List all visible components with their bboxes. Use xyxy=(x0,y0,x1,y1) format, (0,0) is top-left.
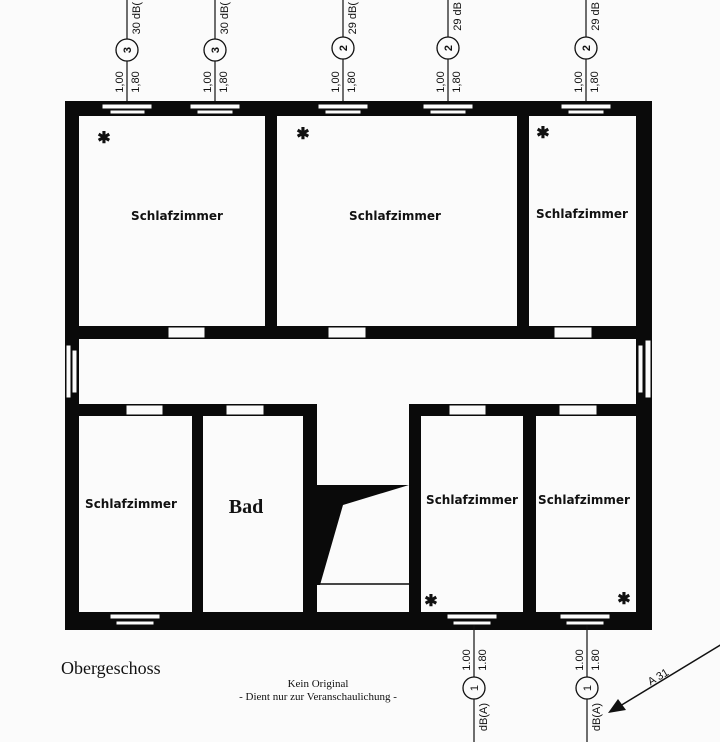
room-label: Schlafzimmer xyxy=(536,207,628,221)
sill-height: 1.00 xyxy=(461,649,473,670)
window-class-circle xyxy=(331,36,355,60)
window-class: 2 xyxy=(581,45,593,51)
notice-line-2: - Dient nur zur Veranschaulichung - xyxy=(239,691,397,703)
window-class-circle xyxy=(462,676,486,700)
svg-text:✱: ✱ xyxy=(296,126,309,143)
sound-rating: 29 dB xyxy=(452,2,464,31)
stair-landing xyxy=(317,485,409,585)
window-annotation: 2 1,00 1,80 29 dB xyxy=(435,0,464,101)
sound-rating: 30 dB( xyxy=(131,2,143,35)
room-bedroom-4 xyxy=(79,416,192,612)
window-class-circle xyxy=(436,36,460,60)
window-height: 1,80 xyxy=(218,71,230,92)
window-class: 1 xyxy=(582,685,594,691)
window-annotation: 1 1.00 1.80 dB(A) xyxy=(574,625,603,742)
room-bath xyxy=(203,416,303,612)
sound-rating: dB(A) xyxy=(591,703,603,731)
window-class: 3 xyxy=(210,47,222,53)
window-class: 2 xyxy=(443,45,455,51)
window-height: 1,80 xyxy=(130,71,142,92)
room-label: Schlafzimmer xyxy=(131,209,223,223)
noise-arrow xyxy=(619,644,720,707)
room-bedroom-2 xyxy=(277,116,517,326)
window-class-circle xyxy=(115,38,139,62)
room-bedroom-1 xyxy=(79,116,265,326)
notice-line-1: Kein Original xyxy=(288,678,349,690)
room-label: Schlafzimmer xyxy=(538,493,630,507)
arrowhead-icon xyxy=(608,699,626,713)
sound-rating: 29 dB( xyxy=(347,2,359,35)
sill-height: 1,00 xyxy=(435,71,447,92)
window-annotation: 2 1,00 1,80 29 dB( xyxy=(330,0,359,101)
floor-title: Obergeschoss xyxy=(61,658,161,678)
svg-text:✱: ✱ xyxy=(536,125,549,142)
noise-arrow-label: A 31 xyxy=(646,667,671,689)
sill-height: 1.00 xyxy=(574,649,586,670)
room-bedroom-5 xyxy=(421,416,523,612)
window-height: 1.80 xyxy=(477,649,489,670)
sill-height: 1,00 xyxy=(330,71,342,92)
window-class: 2 xyxy=(338,45,350,51)
sound-rating: dB(A) xyxy=(478,703,490,731)
window-height: 1,80 xyxy=(346,71,358,92)
svg-text:✱: ✱ xyxy=(97,130,110,147)
window-annotation: 2 1,00 1,80 29 dB xyxy=(573,0,602,101)
window-annotation: 3 1,00 1,80 30 dB( xyxy=(202,0,231,101)
sill-height: 1,00 xyxy=(573,71,585,92)
window-annotation: 1 1.00 1.80 dB(A) xyxy=(461,625,490,742)
room-label: Schlafzimmer xyxy=(426,493,518,507)
window-height: 1.80 xyxy=(590,649,602,670)
window-height: 1,80 xyxy=(451,71,463,92)
asterisk-icon: ✱ ✱ ✱ ✱ ✱ xyxy=(97,125,630,610)
sill-height: 1,00 xyxy=(202,71,214,92)
room-label: Bad xyxy=(229,496,263,518)
svg-text:✱: ✱ xyxy=(424,593,437,610)
svg-text:✱: ✱ xyxy=(617,591,630,608)
room-bedroom-6 xyxy=(536,416,636,612)
corridor xyxy=(79,339,636,404)
window-annotations-bottom: 1 1.00 1.80 dB(A) 1 1.00 1.80 dB(A) xyxy=(461,625,603,742)
openings xyxy=(65,103,652,626)
window-class-circle xyxy=(203,38,227,62)
room-bedroom-3 xyxy=(529,116,636,326)
room-label: Schlafzimmer xyxy=(85,497,177,511)
window-height: 1,80 xyxy=(589,71,601,92)
sound-rating: 30 dB( xyxy=(219,2,231,35)
room-label: Schlafzimmer xyxy=(349,209,441,223)
window-class-circle xyxy=(575,676,599,700)
window-annotation: 3 1,00 1,80 30 dB( xyxy=(114,0,143,101)
window-class: 1 xyxy=(469,685,481,691)
sill-height: 1,00 xyxy=(114,71,126,92)
window-class: 3 xyxy=(122,47,134,53)
sound-rating: 29 dB xyxy=(590,2,602,31)
window-class-circle xyxy=(574,36,598,60)
